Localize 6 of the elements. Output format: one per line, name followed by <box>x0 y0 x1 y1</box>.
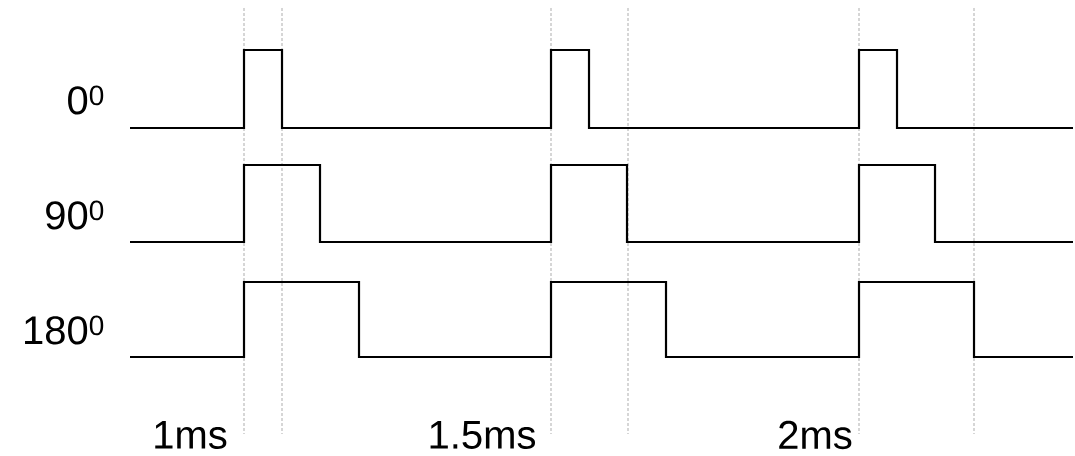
angle-label: 90$^{0}$ <box>46 200 104 230</box>
pulse-width-label: 1ms <box>155 421 227 449</box>
pulse-width-label: 2ms <box>779 420 852 450</box>
pulse-width-label: 1.5ms <box>430 421 535 449</box>
angle-label: 180$^{0}$ <box>25 315 104 345</box>
angle-label: 0$^{0}$ <box>68 85 104 115</box>
